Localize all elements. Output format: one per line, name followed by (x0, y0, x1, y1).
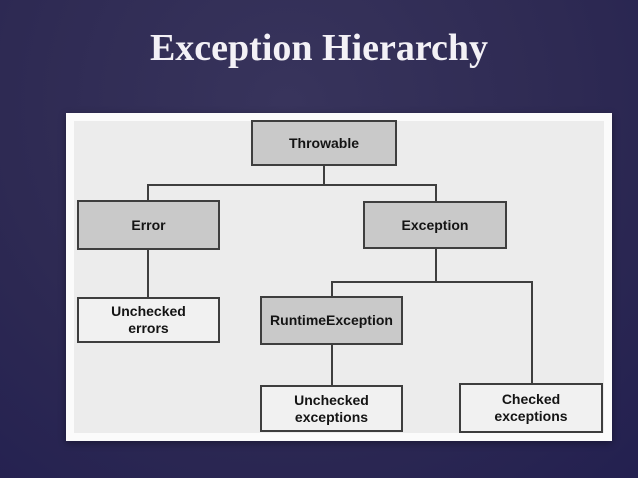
connector-exception-down (435, 249, 437, 283)
node-checked-exceptions: Checked exceptions (459, 383, 603, 433)
node-label: Unchecked exceptions (294, 391, 369, 425)
diagram-canvas (74, 121, 604, 433)
node-runtime-exception: RuntimeException (260, 296, 403, 345)
connector-level2-horizontal (331, 281, 533, 283)
node-label: Throwable (288, 134, 359, 151)
connector-level1-horizontal (147, 184, 437, 186)
slide-title: Exception Hierarchy (149, 27, 489, 69)
node-unchecked-errors: Unchecked errors (77, 297, 220, 343)
node-label: Error (131, 216, 166, 233)
connector-runtime-to-unchecked-exceptions (331, 345, 333, 385)
connector-to-exception (435, 184, 437, 201)
connector-error-to-unchecked-errors (147, 250, 149, 297)
node-label: Checked exceptions (494, 391, 568, 424)
node-exception: Exception (363, 201, 507, 249)
node-label: Exception (401, 216, 469, 233)
node-throwable: Throwable (251, 120, 397, 166)
node-unchecked-exceptions: Unchecked exceptions (260, 385, 403, 432)
connector-to-runtime-exception (331, 281, 333, 296)
node-label: Unchecked errors (111, 303, 186, 336)
diagram-panel: Throwable Error Exception Unchecked erro… (66, 113, 612, 441)
connector-throwable-down (323, 166, 325, 186)
node-label: RuntimeException (270, 312, 393, 328)
connector-to-checked-exceptions (531, 281, 533, 383)
connector-to-error (147, 184, 149, 200)
node-error: Error (77, 200, 220, 250)
